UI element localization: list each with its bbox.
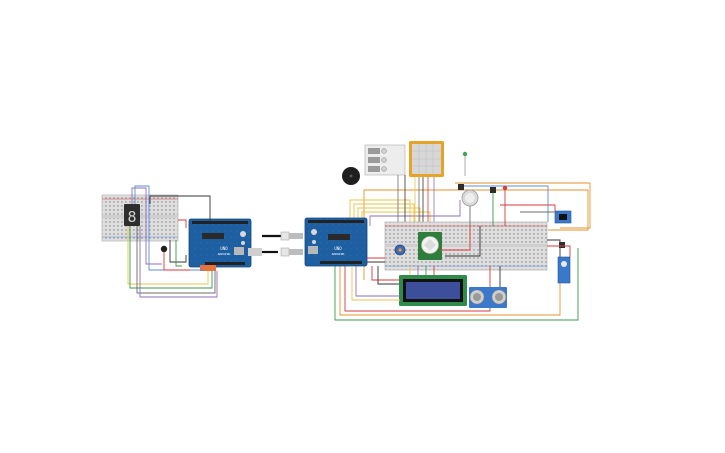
left-circuit: 8 UNO ARDUINO xyxy=(101,185,278,298)
left-arduino-model: ARDUINO xyxy=(218,252,231,256)
pir-motion-sensor[interactable] xyxy=(418,232,442,260)
right-arduino-model: ARDUINO xyxy=(332,252,345,256)
piezo-buzzer[interactable] xyxy=(342,167,360,185)
right-breadboard[interactable] xyxy=(384,221,548,271)
temperature-sensor[interactable] xyxy=(458,184,464,190)
servo-motor[interactable] xyxy=(557,242,571,284)
left-wires xyxy=(127,185,218,298)
transistor-1[interactable] xyxy=(490,187,496,193)
bluetooth-module[interactable] xyxy=(554,210,572,224)
right-circuit: UNO ARDUINO xyxy=(304,141,591,321)
left-arduino-brand: UNO xyxy=(220,246,228,251)
keypad-module[interactable] xyxy=(409,141,444,177)
potentiometer[interactable] xyxy=(394,244,406,256)
ultrasonic-sensor[interactable] xyxy=(469,287,507,308)
right-wires-front xyxy=(351,190,571,301)
keypad-wires xyxy=(397,175,435,228)
green-led[interactable] xyxy=(462,151,468,176)
lcd-display[interactable] xyxy=(399,275,467,306)
left-arduino-uno[interactable]: UNO ARDUINO xyxy=(188,218,252,271)
usb-connectors[interactable] xyxy=(262,231,303,257)
seven-segment-display[interactable]: 8 xyxy=(124,204,140,226)
seven-segment-digit: 8 xyxy=(127,208,136,226)
red-led[interactable] xyxy=(502,185,508,191)
gas-sensor[interactable] xyxy=(461,189,479,207)
right-arduino-uno[interactable]: UNO ARDUINO xyxy=(304,217,368,267)
slide-switch-module[interactable] xyxy=(364,144,406,176)
left-usb-cable[interactable] xyxy=(248,248,278,256)
right-arduino-brand: UNO xyxy=(334,246,342,251)
left-piezo-sensor[interactable] xyxy=(160,245,168,253)
